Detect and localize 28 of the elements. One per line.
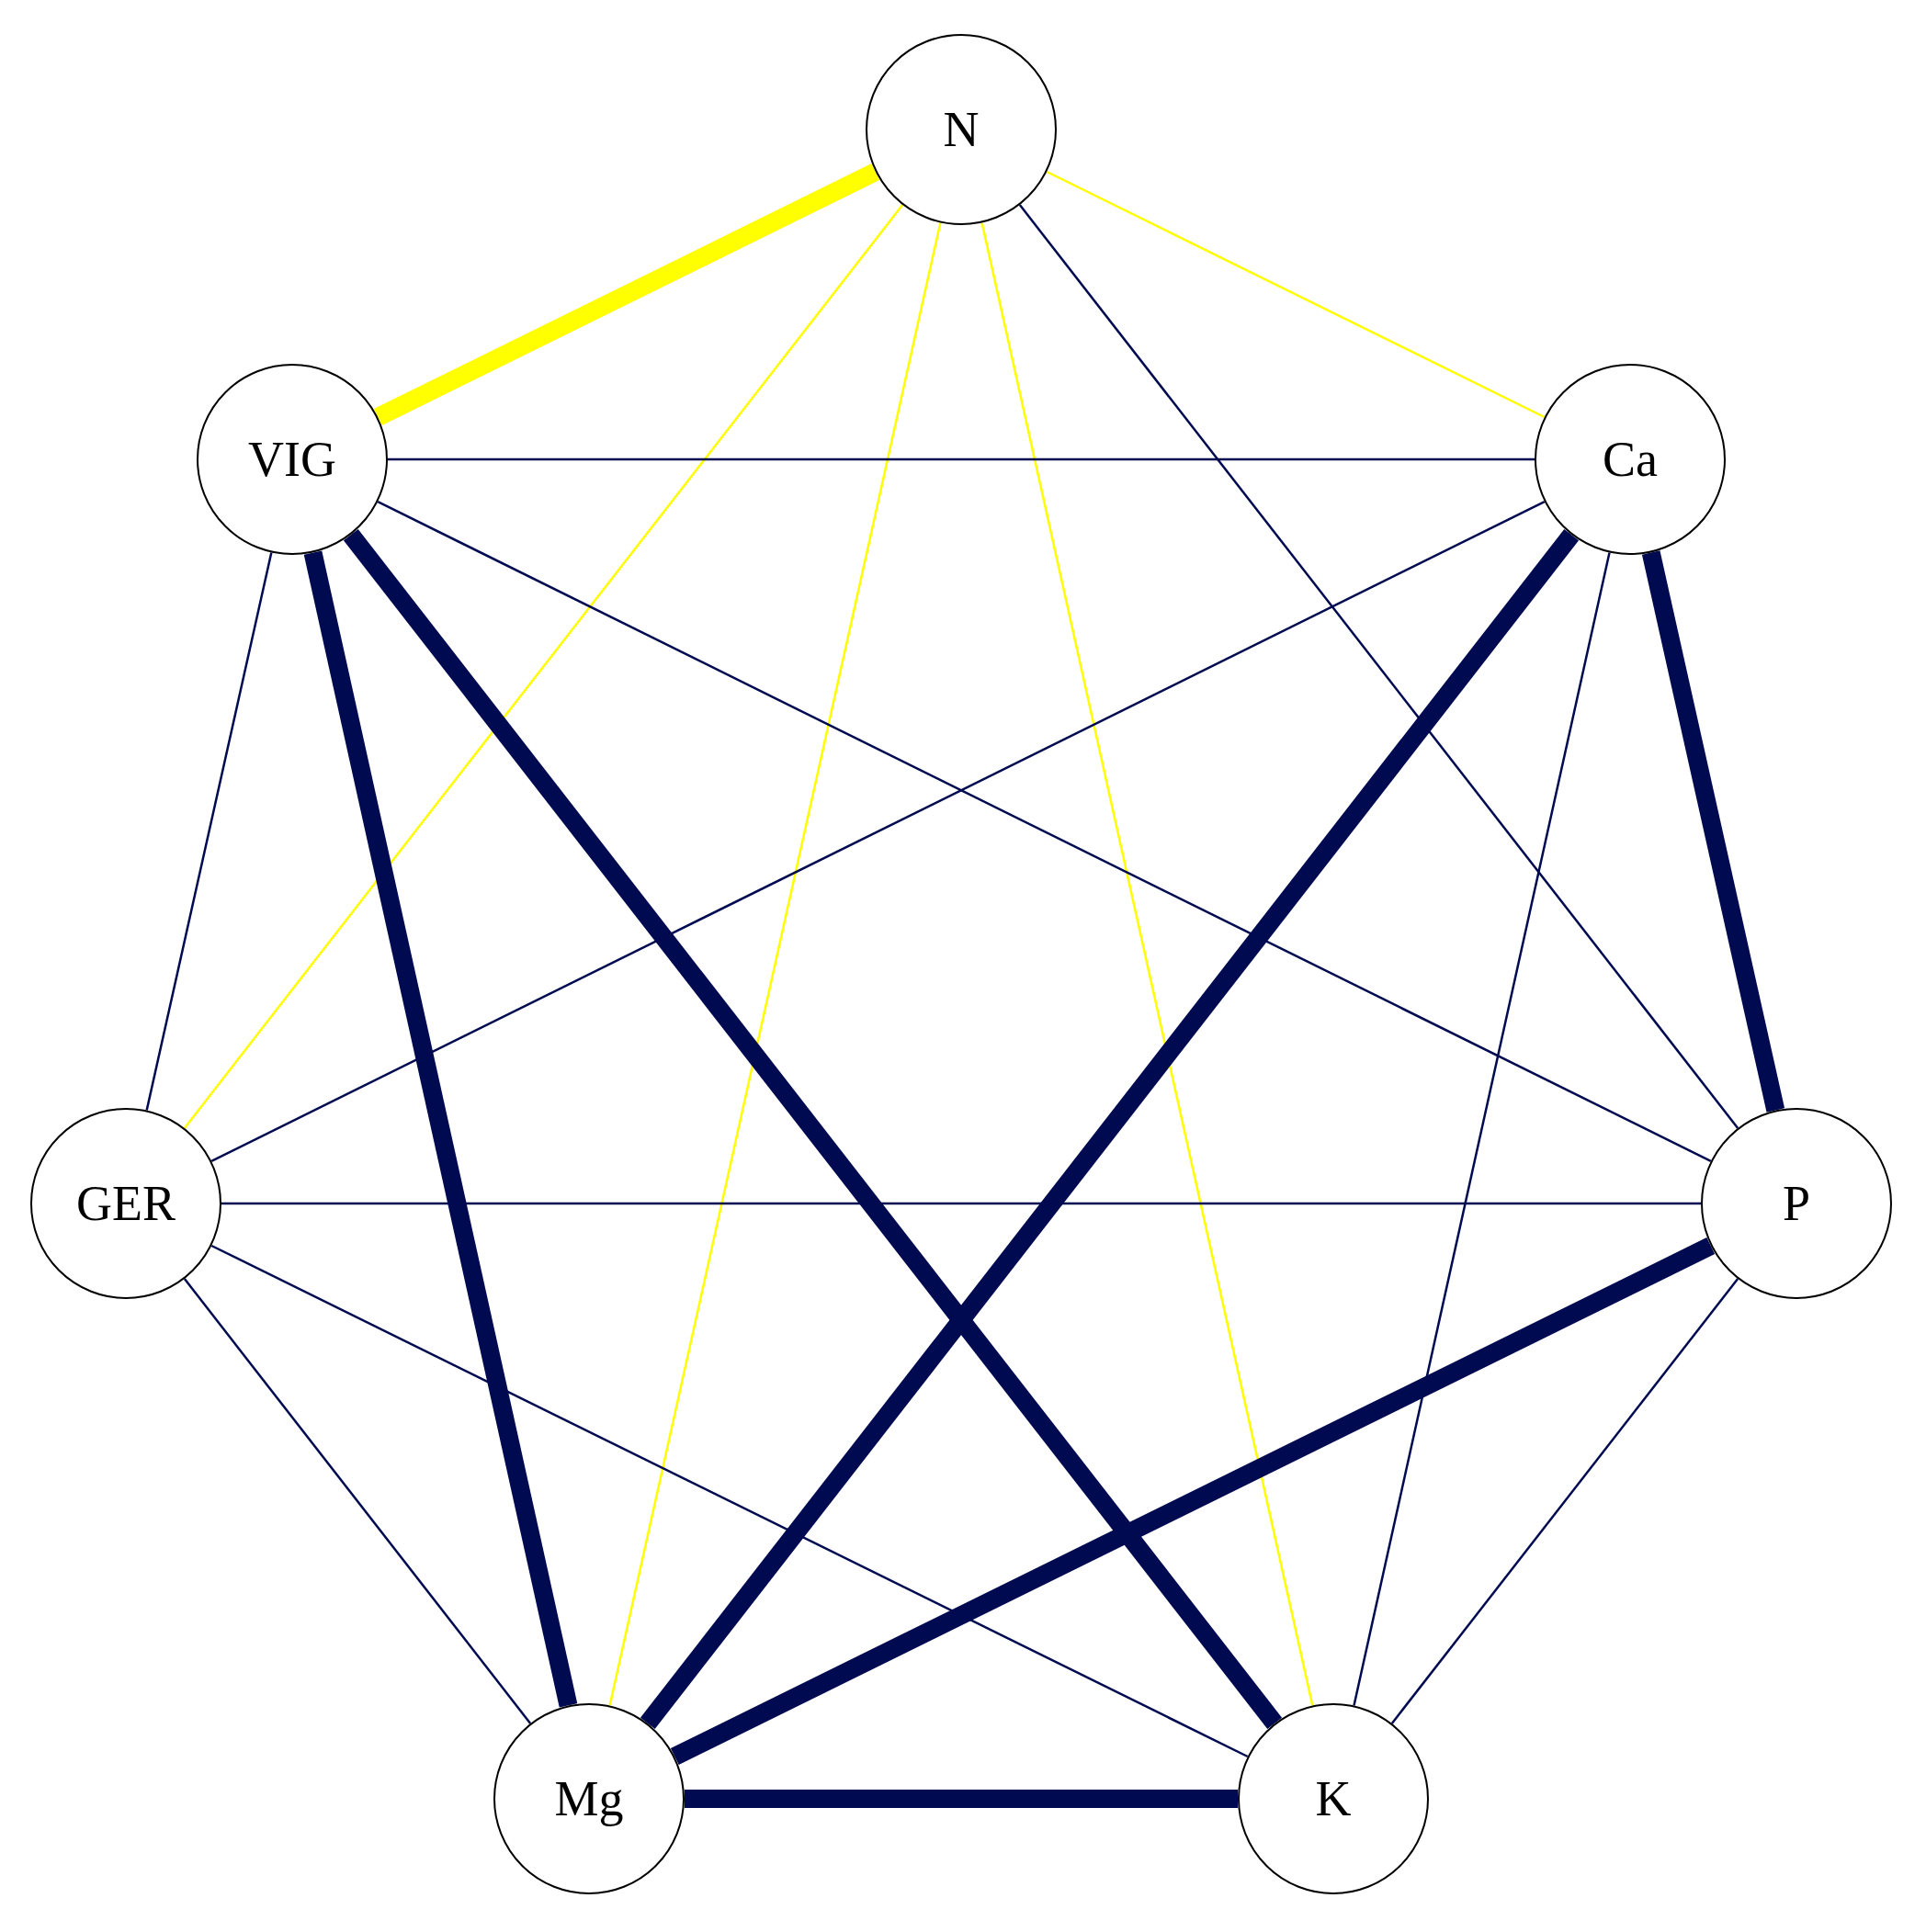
correlation-line <box>1046 170 1546 419</box>
correlation-line <box>303 550 578 1708</box>
correlation-line <box>640 529 1580 1729</box>
correlation-line <box>685 1790 1238 1808</box>
correlation-line <box>1390 1278 1739 1724</box>
node-label: K <box>1315 1770 1352 1827</box>
correlation-line <box>145 552 273 1111</box>
correlation-line <box>377 501 1712 1162</box>
node-label: Mg <box>554 1770 624 1827</box>
node-label: N <box>943 101 980 158</box>
correlation-line <box>343 529 1283 1729</box>
correlation-line <box>670 1237 1716 1765</box>
correlation-line <box>221 1202 1701 1205</box>
correlation-line <box>183 204 904 1129</box>
node-label: Ca <box>1603 431 1658 488</box>
correlation-line <box>210 501 1546 1162</box>
correlation-line <box>388 458 1535 461</box>
correlation-line <box>1353 552 1611 1706</box>
correlation-line <box>1018 204 1739 1129</box>
node-label: VIG <box>248 431 336 488</box>
node-label: P <box>1782 1175 1810 1232</box>
correlation-line <box>210 1244 1249 1758</box>
node-label: GER <box>76 1175 176 1232</box>
correlation-line <box>183 1278 532 1724</box>
correlation-line <box>373 164 880 425</box>
correlation-line <box>1641 550 1785 1113</box>
correlation-line <box>608 222 942 1706</box>
correlation-line <box>980 222 1314 1706</box>
